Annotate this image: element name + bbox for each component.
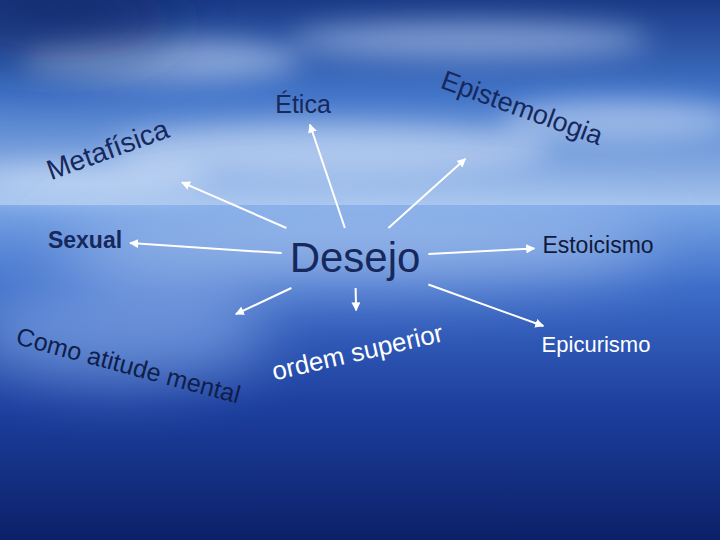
arrow-line <box>388 159 465 228</box>
arrow-line <box>355 288 357 310</box>
concept-label: Epicurismo <box>538 330 655 360</box>
concept-label: Desejo <box>286 232 425 284</box>
concept-label: Estoicismo <box>538 230 657 261</box>
arrow-line <box>130 243 282 253</box>
concept-label: Sexual <box>44 225 126 256</box>
concept-label: Ética <box>271 88 335 121</box>
arrow-line <box>182 182 287 228</box>
concept-text: Ética <box>275 90 331 119</box>
arrow-line <box>236 288 292 314</box>
arrow-line <box>428 284 543 326</box>
arrow-line <box>428 248 534 254</box>
concept-text: Sexual <box>48 227 122 254</box>
arrow-line <box>310 125 345 229</box>
concept-text: Desejo <box>290 234 421 282</box>
concept-text: Estoicismo <box>542 232 653 259</box>
concept-text: Epicurismo <box>542 332 651 358</box>
